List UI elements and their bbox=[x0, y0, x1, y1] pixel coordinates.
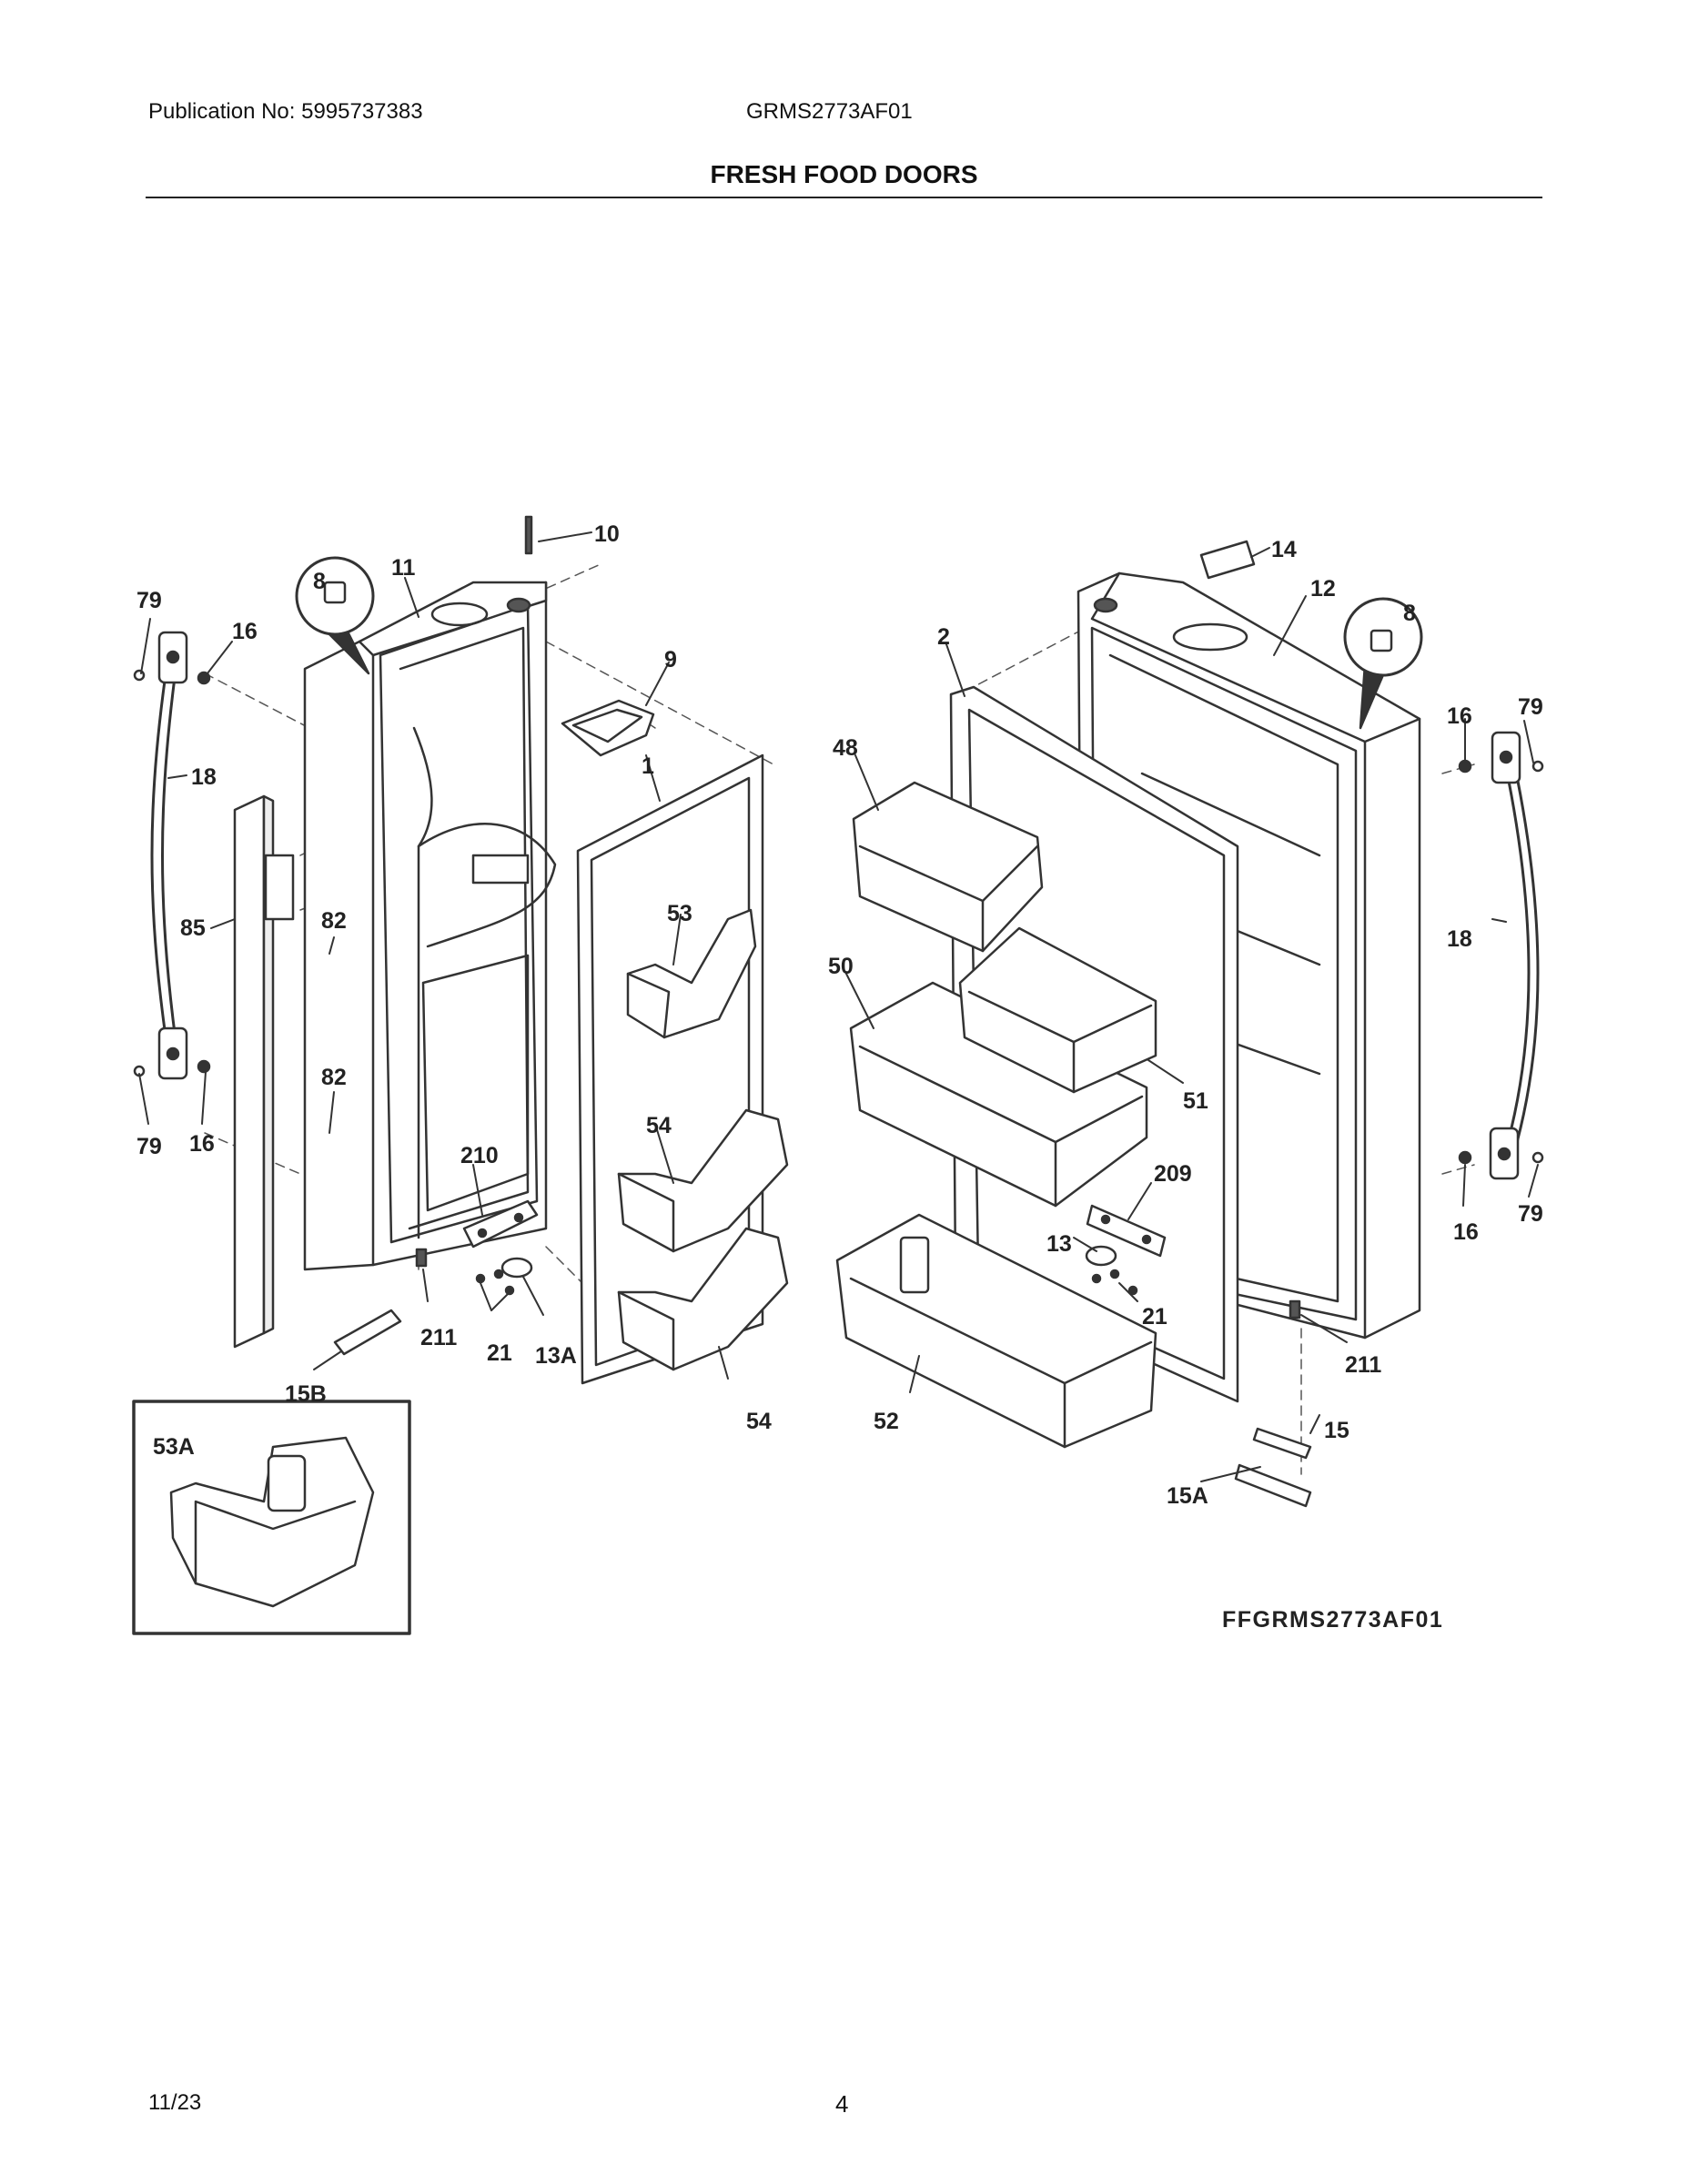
callout-8: 8 bbox=[313, 569, 326, 594]
callout-16: 16 bbox=[232, 619, 258, 644]
callout-85: 85 bbox=[180, 915, 206, 941]
inset-bin-53A bbox=[169, 1436, 375, 1608]
callout-79: 79 bbox=[1518, 1201, 1543, 1227]
label-14 bbox=[1199, 540, 1256, 580]
callout-51: 51 bbox=[1183, 1088, 1208, 1114]
diagram-code: FFGRMS2773AF01 bbox=[1222, 1607, 1443, 1633]
callout-1: 1 bbox=[642, 753, 654, 779]
model-number: GRMS2773AF01 bbox=[746, 99, 913, 124]
callout-82: 82 bbox=[321, 908, 347, 934]
callout-15: 15 bbox=[1324, 1418, 1349, 1443]
callout-21: 21 bbox=[487, 1340, 512, 1366]
plug-211-left bbox=[415, 1248, 428, 1268]
callout-11: 11 bbox=[391, 555, 416, 581]
door-bin-54a bbox=[617, 1108, 789, 1253]
cover-15 bbox=[1252, 1427, 1312, 1460]
callout-2: 2 bbox=[937, 624, 950, 650]
callout-82: 82 bbox=[321, 1065, 347, 1090]
leader-lines bbox=[138, 531, 1539, 1482]
callout-bubble-8-left bbox=[295, 556, 375, 675]
hinge-209 bbox=[1086, 1204, 1167, 1258]
callout-14: 14 bbox=[1271, 537, 1297, 562]
hinge-210 bbox=[462, 1199, 539, 1249]
callout-8: 8 bbox=[1403, 601, 1416, 626]
callout-13: 13 bbox=[1046, 1231, 1072, 1257]
callout-bubble-8-right bbox=[1343, 597, 1423, 730]
callout-53A: 53A bbox=[153, 1434, 195, 1460]
callout-18: 18 bbox=[191, 764, 217, 790]
callout-labels: 79 16 18 85 82 82 79 16 8 11 10 9 1 53 5… bbox=[136, 521, 1543, 1633]
screws-21-left bbox=[475, 1269, 515, 1296]
callout-18: 18 bbox=[1447, 926, 1472, 952]
door-bin-51 bbox=[958, 926, 1157, 1094]
callout-13A: 13A bbox=[535, 1343, 577, 1369]
callout-79: 79 bbox=[136, 1134, 162, 1159]
cup-9 bbox=[561, 699, 655, 757]
callout-52: 52 bbox=[874, 1409, 899, 1434]
callout-16: 16 bbox=[1453, 1219, 1479, 1245]
plug-211-right bbox=[1289, 1299, 1301, 1320]
page-title: FRESH FOOD DOORS bbox=[710, 160, 978, 188]
door-bin-52 bbox=[835, 1213, 1157, 1449]
callout-50: 50 bbox=[828, 954, 854, 979]
door-bin-50 bbox=[849, 981, 1148, 1208]
door-bin-53 bbox=[626, 908, 757, 1039]
publication-number: Publication No: 5995737383 bbox=[148, 99, 423, 124]
door-bin-48 bbox=[852, 781, 1044, 953]
bearing-13A bbox=[500, 1257, 533, 1279]
callout-16: 16 bbox=[1447, 703, 1472, 729]
callout-79: 79 bbox=[1518, 694, 1543, 720]
callout-211: 211 bbox=[1345, 1352, 1381, 1378]
right-handle bbox=[1458, 731, 1544, 1180]
screws-21-right bbox=[1091, 1269, 1138, 1296]
left-handle bbox=[133, 631, 211, 1080]
callout-54: 54 bbox=[646, 1113, 672, 1138]
callout-210: 210 bbox=[460, 1143, 499, 1168]
side-trim-85 bbox=[233, 794, 295, 1349]
callout-48: 48 bbox=[833, 735, 858, 761]
door-bin-54b bbox=[617, 1227, 789, 1371]
title-rule bbox=[146, 197, 1542, 198]
callout-209: 209 bbox=[1154, 1161, 1192, 1187]
callout-15B: 15B bbox=[285, 1381, 327, 1407]
callout-10: 10 bbox=[594, 521, 620, 547]
cover-15B bbox=[333, 1309, 402, 1356]
pin-10 bbox=[524, 515, 533, 555]
callout-79: 79 bbox=[136, 588, 162, 613]
callout-21: 21 bbox=[1142, 1304, 1167, 1330]
callout-211: 211 bbox=[420, 1325, 457, 1350]
callout-53: 53 bbox=[667, 901, 692, 926]
callout-9: 9 bbox=[664, 647, 677, 672]
bearing-13 bbox=[1085, 1245, 1117, 1267]
page-number: 4 bbox=[835, 2090, 849, 2118]
left-door-liner-11 bbox=[303, 581, 557, 1271]
callout-15A: 15A bbox=[1167, 1483, 1208, 1509]
footer-date: 11/23 bbox=[148, 2090, 202, 2115]
callout-54: 54 bbox=[746, 1409, 772, 1434]
callout-16: 16 bbox=[189, 1131, 215, 1157]
callout-12: 12 bbox=[1310, 576, 1336, 602]
cover-15A bbox=[1234, 1463, 1312, 1508]
